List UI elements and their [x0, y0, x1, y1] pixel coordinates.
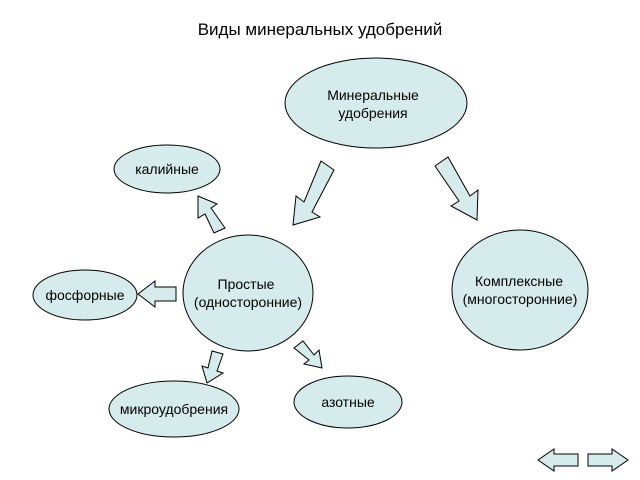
node-simple-line1: Простые — [218, 276, 275, 292]
node-phosphate: фосфорные — [32, 269, 138, 321]
arrow-simple-to-nitrogen — [293, 340, 323, 369]
node-micro-label: микроудобрения — [120, 401, 228, 417]
node-phosphate-label: фосфорные — [46, 287, 125, 303]
node-complex-line1: Комплексные — [475, 273, 563, 289]
nav-next-button[interactable] — [587, 448, 629, 472]
arrow-simple-to-phosphate — [137, 279, 177, 309]
arrow-left-icon — [537, 448, 579, 472]
node-micro: микроудобрения — [108, 380, 240, 438]
node-nitrogen-label: азотные — [321, 394, 375, 410]
arrow-simple-to-micro — [201, 350, 225, 384]
nav-prev-button[interactable] — [537, 448, 579, 472]
node-root-line2: удобрения — [338, 105, 407, 121]
node-root-line1: Минеральные — [327, 87, 419, 103]
arrow-simple-to-potash — [197, 195, 226, 234]
slide-title: Виды минеральных удобрений — [197, 20, 443, 39]
arrow-right-icon — [587, 448, 629, 472]
arrow-root-to-simple — [292, 160, 335, 226]
node-complex-line2: (многосторонние) — [463, 291, 578, 307]
node-simple-line2: (односторонние) — [194, 294, 302, 310]
node-complex: Комплексные (многосторонние) — [451, 229, 589, 351]
arrow-root-to-complex — [434, 156, 479, 221]
node-potash: калийные — [113, 144, 221, 194]
node-simple: Простые (односторонние) — [182, 234, 314, 352]
node-nitrogen: азотные — [293, 375, 403, 429]
node-root: Минеральные удобрения — [284, 57, 468, 149]
node-potash-label: калийные — [135, 161, 199, 177]
